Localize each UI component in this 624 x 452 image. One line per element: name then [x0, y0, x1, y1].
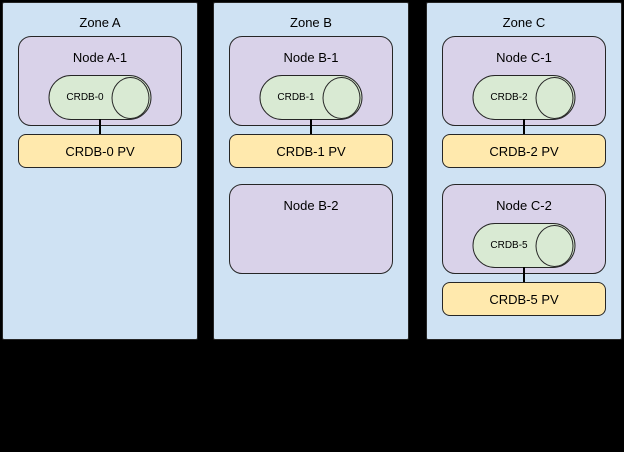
- crdb-5-pv-label: CRDB-5 PV: [489, 291, 559, 307]
- crdb-2-label: CRDB-2: [490, 92, 528, 103]
- crdb-1-cylinder-icon: CRDB-1: [259, 75, 363, 120]
- zone-b-title: Zone B: [290, 15, 332, 30]
- crdb-0-pv-box: CRDB-0 PV: [18, 134, 182, 168]
- node-a1-label: Node A-1: [72, 50, 128, 65]
- cylinder-cap-icon: [535, 224, 574, 267]
- node-c1-label: Node C-1: [496, 50, 552, 65]
- cylinder-cap-icon: [535, 76, 574, 119]
- zone-c-panel: Zone C Node C-1 CRDB-2 CRDB-2 PV Node C-…: [426, 2, 622, 340]
- node-b1-label: Node B-1: [283, 50, 339, 65]
- node-a1-box: Node A-1 CRDB-0: [18, 36, 182, 126]
- connector-line: [523, 119, 525, 136]
- crdb-5-label: CRDB-5: [490, 240, 528, 251]
- node-b1-box: Node B-1 CRDB-1: [229, 36, 393, 126]
- node-b2-label: Node B-2: [283, 198, 339, 213]
- node-c1-box: Node C-1 CRDB-2: [442, 36, 606, 126]
- node-c2-label: Node C-2: [496, 198, 552, 213]
- node-c2-box: Node C-2 CRDB-5: [442, 184, 606, 274]
- connector-line: [310, 119, 312, 136]
- crdb-2-pv-box: CRDB-2 PV: [442, 134, 606, 168]
- cylinder-cap-icon: [111, 76, 150, 119]
- zone-a-title: Zone A: [79, 15, 121, 30]
- node-b2-box: Node B-2: [229, 184, 393, 274]
- crdb-1-pv-label: CRDB-1 PV: [276, 143, 346, 159]
- connector-line: [99, 119, 101, 136]
- connector-line: [523, 267, 525, 284]
- zone-c-title: Zone C: [502, 15, 546, 30]
- zone-a-panel: Zone A Node A-1 CRDB-0 CRDB-0 PV: [2, 2, 198, 340]
- crdb-2-pv-label: CRDB-2 PV: [489, 143, 559, 159]
- crdb-2-cylinder-icon: CRDB-2: [472, 75, 576, 120]
- crdb-0-cylinder-icon: CRDB-0: [48, 75, 152, 120]
- crdb-1-pv-box: CRDB-1 PV: [229, 134, 393, 168]
- cylinder-cap-icon: [322, 76, 361, 119]
- crdb-5-cylinder-icon: CRDB-5: [472, 223, 576, 268]
- crdb-1-label: CRDB-1: [277, 92, 315, 103]
- crdb-0-pv-label: CRDB-0 PV: [65, 143, 135, 159]
- crdb-5-pv-box: CRDB-5 PV: [442, 282, 606, 316]
- crdb-0-label: CRDB-0: [66, 92, 104, 103]
- zone-b-panel: Zone B Node B-1 CRDB-1 CRDB-1 PV Node B-…: [213, 2, 409, 340]
